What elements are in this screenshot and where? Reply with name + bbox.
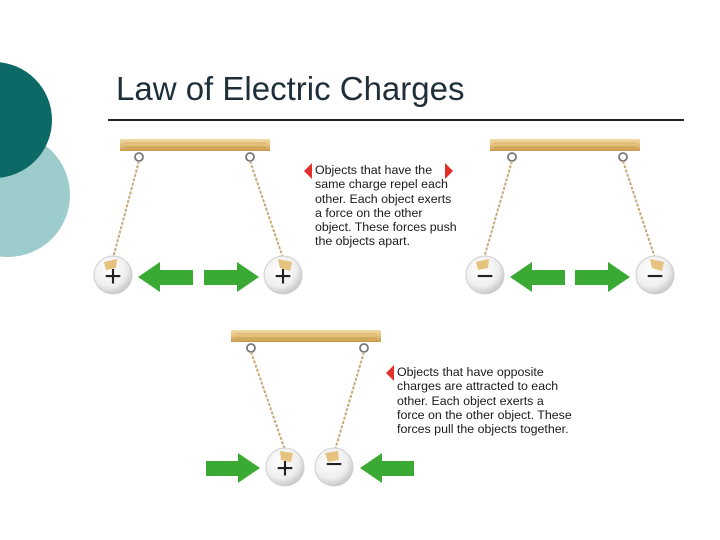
right-arrow-icon — [575, 262, 630, 292]
thread — [249, 160, 284, 259]
hook-icon — [359, 343, 369, 353]
attract-panel: + − — [206, 330, 414, 487]
charged-sphere — [635, 255, 675, 295]
wood-beam — [231, 330, 381, 342]
hook-icon — [618, 152, 628, 162]
charged-sphere — [314, 447, 354, 487]
thread — [622, 160, 656, 259]
negative-charge-label: − — [476, 260, 494, 293]
charged-sphere — [465, 255, 505, 295]
left-arrow-icon — [510, 262, 565, 292]
repel-caption: Objects that have the same charge repel … — [315, 163, 457, 249]
hook-icon — [134, 152, 144, 162]
left-arrow-icon — [360, 453, 414, 483]
thread — [334, 351, 365, 451]
sphere-clip — [278, 259, 292, 271]
decor-circle-dark — [0, 62, 52, 178]
wood-beam — [490, 139, 640, 151]
caption-marker-left — [304, 163, 312, 179]
thread — [112, 160, 140, 259]
attract-caption: Objects that have opposite charges are a… — [397, 365, 572, 437]
positive-charge-label: + — [276, 452, 294, 485]
sphere-clip — [476, 259, 489, 270]
positive-charge-label: + — [104, 260, 122, 293]
thread — [483, 160, 513, 259]
repel-negative-panel: − − — [465, 139, 675, 295]
caption-marker-left — [386, 365, 394, 381]
slide-title: Law of Electric Charges — [116, 70, 465, 107]
negative-charge-label: − — [646, 260, 664, 293]
sphere-clip — [650, 259, 664, 271]
caption-marker-right — [445, 163, 453, 179]
right-arrow-icon — [206, 453, 260, 483]
charged-sphere — [93, 255, 133, 295]
hook-icon — [246, 343, 256, 353]
charged-sphere — [263, 255, 303, 295]
right-arrow-icon — [204, 262, 259, 292]
sphere-clip — [325, 451, 339, 462]
sphere-clip — [104, 259, 117, 270]
negative-charge-label: − — [325, 448, 343, 481]
hook-icon — [507, 152, 517, 162]
repel-positive-panel: + + — [93, 139, 303, 295]
sphere-clip — [280, 451, 293, 462]
title-divider — [108, 119, 684, 121]
left-arrow-icon — [138, 262, 193, 292]
charged-sphere — [265, 447, 305, 487]
thread — [250, 351, 286, 451]
hook-icon — [245, 152, 255, 162]
wood-beam — [120, 139, 270, 151]
positive-charge-label: + — [274, 260, 292, 293]
